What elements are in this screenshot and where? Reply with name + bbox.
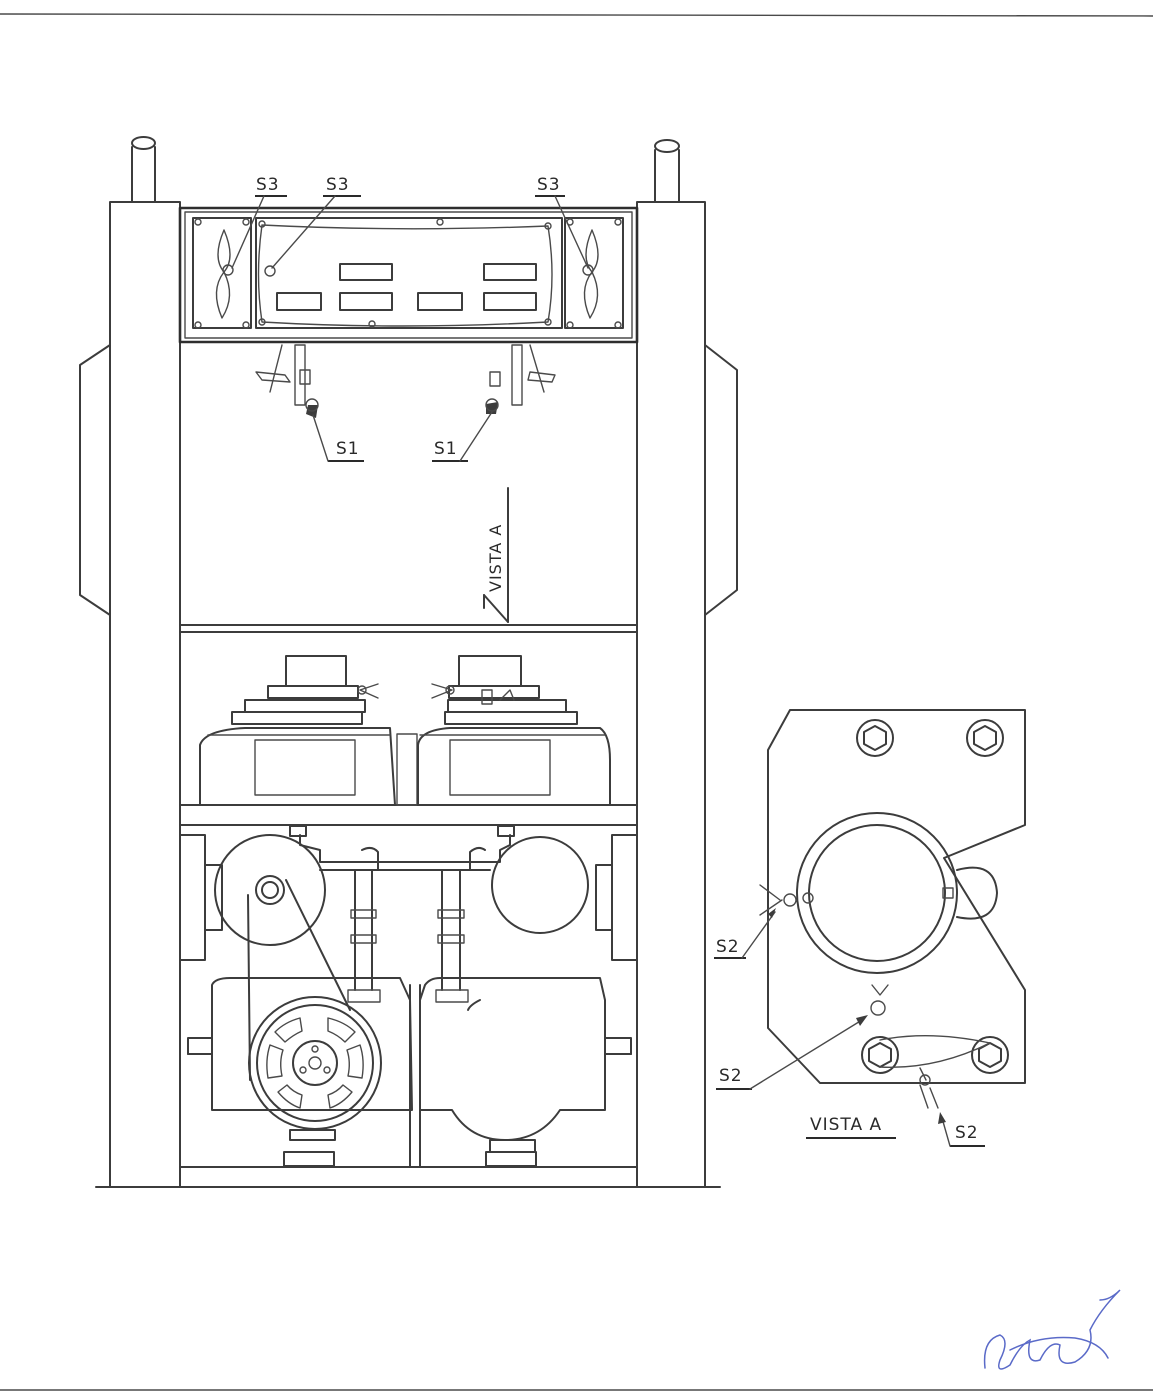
label-vista-a-title: VISTA A — [806, 1115, 896, 1139]
upper-compartment — [179, 624, 638, 633]
right-post — [654, 139, 680, 203]
label-text: S3 — [326, 175, 350, 195]
label-text: VISTA A — [486, 524, 505, 592]
dispensers — [179, 655, 638, 826]
label-s2-middle: S2 — [716, 1015, 868, 1090]
left-wing — [79, 344, 111, 616]
left-post — [131, 136, 156, 203]
label-text: S1 — [336, 439, 360, 459]
label-s3-left: S3 — [231, 175, 287, 269]
label-s1-left: S1 — [312, 414, 364, 462]
control-panel — [178, 206, 639, 344]
machine-front-view — [79, 136, 738, 1188]
label-s3-right: S3 — [535, 175, 589, 269]
label-s3-middle: S3 — [271, 175, 361, 269]
label-s1-right: S1 — [432, 411, 493, 462]
right-wing — [704, 344, 738, 616]
label-s2-top: S2 — [714, 908, 776, 959]
s1-mechanism-left — [255, 344, 319, 418]
label-s2-bottom: S2 — [938, 1112, 985, 1147]
label-text: S1 — [434, 439, 458, 459]
label-text: S3 — [537, 175, 561, 195]
label-text: S3 — [256, 175, 280, 195]
handwritten-signature-icon — [983, 1289, 1121, 1370]
s1-mechanism-right — [485, 344, 556, 414]
label-text: S2 — [716, 937, 740, 957]
frame-columns — [95, 201, 721, 1188]
view-direction-arrow-icon — [483, 487, 509, 623]
label-text: S2 — [719, 1066, 743, 1086]
vista-a-view — [759, 709, 1026, 1109]
label-text: S2 — [955, 1123, 979, 1143]
label-vista-arrow: VISTA A — [486, 524, 505, 592]
page-border — [0, 13, 1153, 1391]
pump-unit — [179, 825, 638, 1168]
label-text: VISTA A — [810, 1115, 882, 1135]
